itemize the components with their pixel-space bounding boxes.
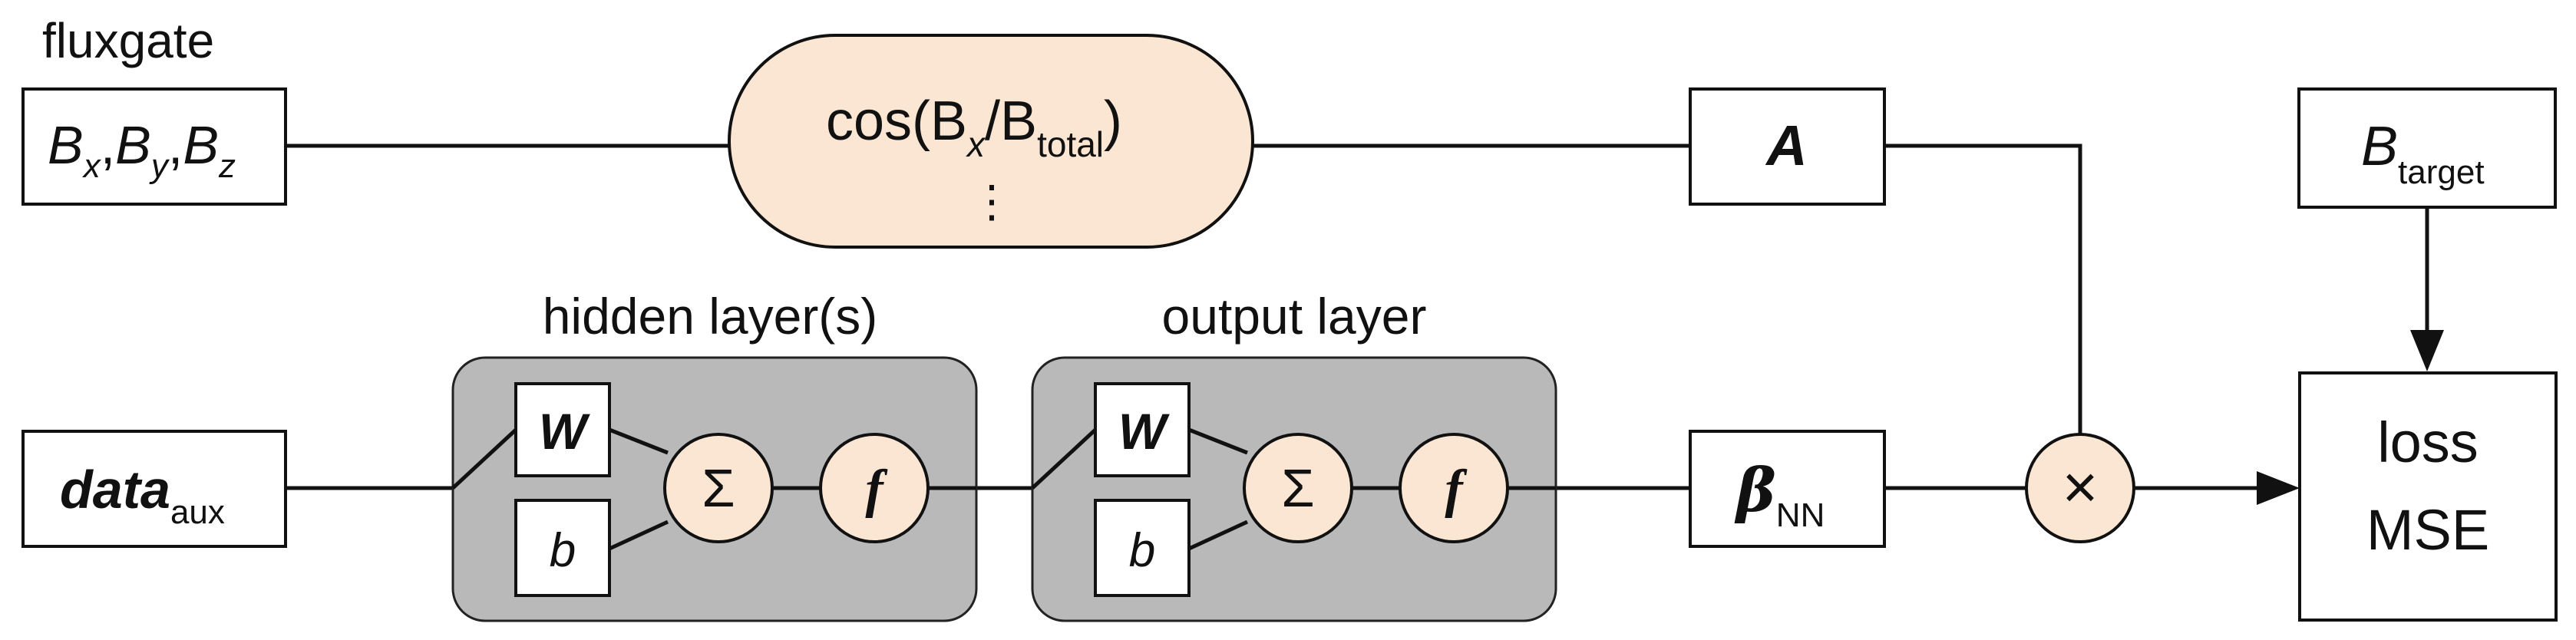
loss-label: loss: [2377, 411, 2479, 474]
data-aux-label: dataaux: [60, 460, 225, 531]
loss-box: [2298, 371, 2558, 622]
hidden-w-to-sum-wire: [609, 427, 669, 455]
output-layer-label: output layer: [1162, 288, 1427, 345]
fluxgate-input-box: [21, 87, 287, 206]
hidden-bias-box: [514, 499, 611, 597]
beta-nn-label: βNN: [1734, 456, 1825, 534]
hidden-activation-node: [819, 433, 930, 543]
hidden-sum-node: [663, 433, 774, 543]
hidden-bias-label: b: [550, 524, 576, 577]
output-b-to-sum-wire: [1187, 520, 1249, 551]
output-weight-box: [1094, 382, 1191, 477]
a-matrix-label: A: [1765, 114, 1807, 177]
arrowhead-to-loss: [2257, 471, 2300, 505]
b-target-label: Btarget: [2361, 116, 2485, 191]
hidden-weight-label: W: [539, 403, 590, 460]
hidden-input-wire: [451, 428, 517, 490]
output-bias-label: b: [1129, 524, 1155, 577]
output-activation-node: [1399, 433, 1509, 543]
output-sum-symbol: Σ: [1281, 458, 1314, 518]
output-w-to-sum-wire: [1188, 427, 1248, 455]
fluxgate-label: fluxgate: [42, 13, 214, 68]
hidden-b-to-sum-wire: [608, 520, 669, 551]
hidden-sum-symbol: Σ: [702, 458, 735, 518]
output-input-wire: [1031, 428, 1097, 490]
multiply-symbol: ×: [2062, 453, 2099, 521]
ellipsis-more-terms: ⋮: [969, 176, 1014, 226]
fluxgate-components: Bx,By,Bz: [48, 115, 236, 185]
output-weight-label: W: [1118, 403, 1170, 460]
b-target-box: [2297, 87, 2557, 209]
loss-mse-label: MSE: [2366, 498, 2489, 562]
cosine-expression: cos(Bx/Btotal): [826, 91, 1122, 164]
direction-cosine-transform: [728, 34, 1254, 249]
wire-a-to-multiply: [1884, 144, 2082, 434]
output-bias-box: [1094, 499, 1191, 597]
arrowhead-target-to-loss: [2410, 330, 2444, 371]
hidden-weight-box: [514, 382, 611, 477]
hidden-layers-label: hidden layer(s): [543, 288, 878, 345]
output-sum-node: [1243, 433, 1353, 543]
multiply-node: [2025, 433, 2135, 543]
data-aux-input-box: [21, 430, 287, 548]
beta-nn-box: [1689, 430, 1886, 548]
a-matrix-box: [1689, 87, 1886, 206]
